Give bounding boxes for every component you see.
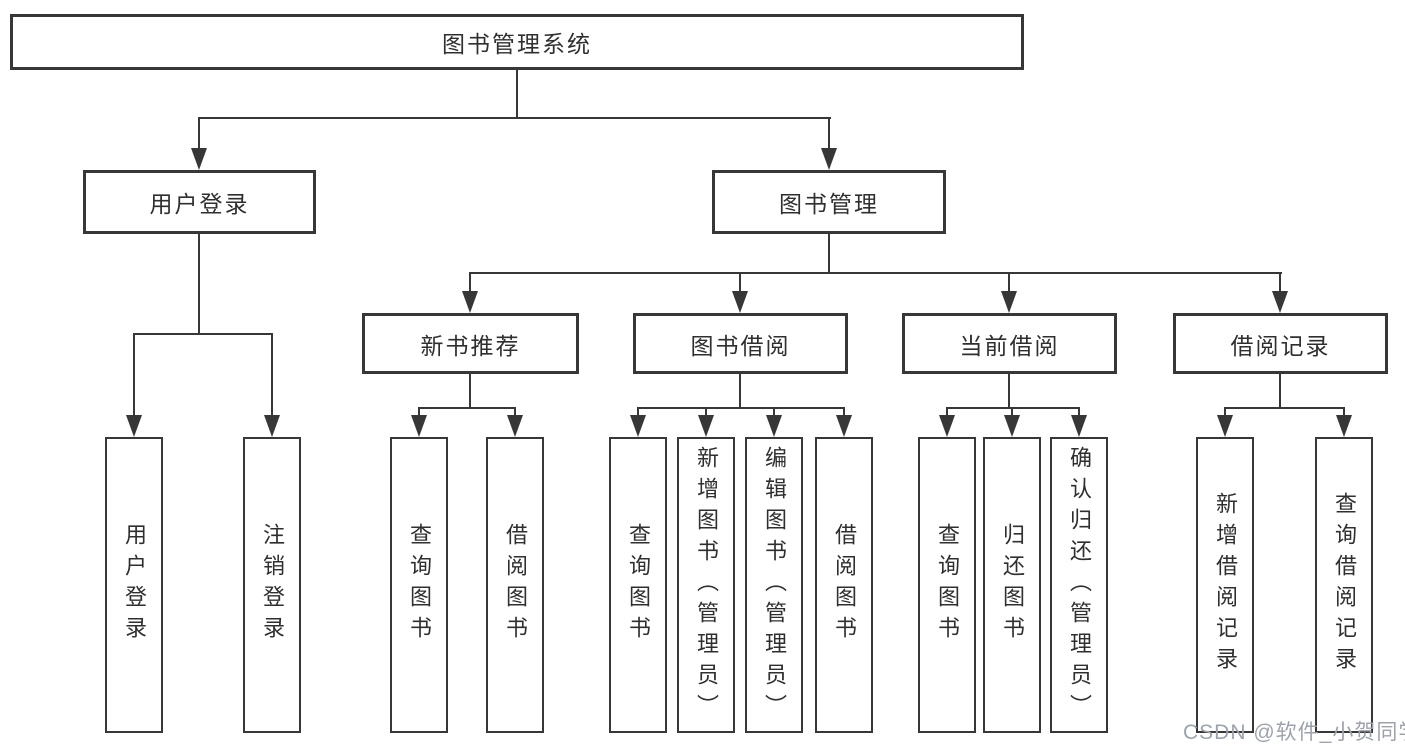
connector-drop (1011, 407, 1013, 417)
connector-drop (514, 407, 516, 417)
connector-drop (828, 117, 830, 151)
leaf-query-books-borrow: 查询图书 (609, 437, 667, 733)
leaf-label: 确认归还（管理员） (1067, 445, 1092, 725)
leaf-label: 归还图书 (1000, 523, 1025, 647)
node-user-login: 用户登录 (83, 170, 316, 234)
connector-drop (418, 407, 420, 417)
node-current-borrowing: 当前借阅 (902, 313, 1117, 374)
watermark: CSDN @软件_小贺同学 (1183, 721, 1405, 744)
node-book-borrowing: 图书借阅 (633, 313, 848, 374)
node-book-management: 图书管理 (712, 170, 946, 234)
connector-rail (1224, 407, 1345, 409)
leaf-label: 查询借阅记录 (1332, 492, 1357, 678)
connector-drop (1078, 407, 1080, 417)
connector-drop (1224, 407, 1226, 417)
arrow-down-icon (766, 415, 782, 437)
leaf-label: 新增图书（管理员） (694, 445, 719, 725)
connector-drop (1279, 272, 1281, 294)
arrow-down-icon (630, 415, 646, 437)
leaf-user-login: 用户登录 (105, 437, 163, 733)
connector-book-mgmt-stem (828, 234, 830, 272)
leaf-label: 编辑图书（管理员） (762, 445, 787, 725)
node-label: 图书管理 (779, 191, 879, 217)
arrow-down-icon (1071, 415, 1087, 437)
connector-stem (1279, 374, 1281, 407)
node-label: 新书推荐 (420, 332, 521, 359)
connector-drop (469, 272, 471, 294)
leaf-query-borrow-record: 查询借阅记录 (1315, 437, 1373, 733)
leaf-add-borrow-record: 新增借阅记录 (1196, 437, 1254, 733)
connector-drop (946, 407, 948, 417)
node-label: 借阅记录 (1230, 332, 1331, 359)
connector-drop (271, 333, 273, 417)
connector-drop (1008, 272, 1010, 294)
node-label: 用户登录 (149, 191, 250, 217)
connector-rail (418, 407, 516, 409)
arrow-down-icon (1272, 291, 1288, 313)
connector-book-mgmt-rail (469, 272, 1282, 274)
arrow-down-icon (939, 415, 955, 437)
arrow-down-icon (264, 415, 280, 437)
arrow-down-icon (1217, 415, 1233, 437)
node-borrowing-records: 借阅记录 (1173, 313, 1388, 374)
connector-user-login-stem (198, 234, 200, 333)
leaf-logout: 注销登录 (243, 437, 301, 733)
connector-rail (946, 407, 1080, 409)
connector-root-stem (516, 68, 518, 117)
leaf-add-book-admin: 新增图书（管理员） (677, 437, 735, 733)
node-label: 图书管理系统 (442, 31, 592, 57)
arrow-down-icon (411, 415, 427, 437)
leaf-confirm-return-admin: 确认归还（管理员） (1050, 437, 1108, 733)
arrow-down-icon (191, 148, 207, 170)
arrow-down-icon (1004, 415, 1020, 437)
leaf-label: 查询图书 (407, 523, 432, 647)
arrow-down-icon (836, 415, 852, 437)
arrow-down-icon (732, 291, 748, 313)
leaf-return-books: 归还图书 (983, 437, 1041, 733)
arrow-down-icon (462, 291, 478, 313)
connector-drop (773, 407, 775, 417)
leaf-edit-book-admin: 编辑图书（管理员） (745, 437, 803, 733)
leaf-label: 用户登录 (122, 523, 147, 647)
leaf-borrow-books-borrow: 借阅图书 (815, 437, 873, 733)
leaf-query-books-newbooks: 查询图书 (390, 437, 448, 733)
connector-drop (133, 333, 135, 417)
arrow-down-icon (698, 415, 714, 437)
leaf-label: 查询图书 (626, 523, 651, 647)
leaf-label: 借阅图书 (832, 523, 857, 647)
arrow-down-icon (126, 415, 142, 437)
node-new-book-recommend: 新书推荐 (362, 313, 579, 374)
node-label: 当前借阅 (959, 332, 1060, 359)
connector-drop (1343, 407, 1345, 417)
connector-drop (705, 407, 707, 417)
connector-user-login-rail (133, 333, 273, 335)
arrow-down-icon (1001, 291, 1017, 313)
connector-drop (739, 272, 741, 294)
leaf-label: 查询图书 (935, 523, 960, 647)
arrow-down-icon (821, 148, 837, 170)
connector-drop (637, 407, 639, 417)
connector-rail (637, 407, 845, 409)
connector-stem (1008, 374, 1010, 407)
leaf-borrow-books-newbooks: 借阅图书 (486, 437, 544, 733)
connector-drop (843, 407, 845, 417)
connector-drop (198, 117, 200, 151)
connector-root-rail (198, 117, 831, 119)
leaf-label: 借阅图书 (503, 523, 528, 647)
node-label: 图书借阅 (690, 332, 791, 359)
leaf-query-books-current: 查询图书 (918, 437, 976, 733)
arrow-down-icon (1336, 415, 1352, 437)
node-library-management-system: 图书管理系统 (10, 14, 1024, 70)
leaf-label: 注销登录 (260, 523, 285, 647)
connector-stem (469, 374, 471, 407)
arrow-down-icon (507, 415, 523, 437)
connector-stem (739, 374, 741, 407)
leaf-label: 新增借阅记录 (1213, 492, 1238, 678)
